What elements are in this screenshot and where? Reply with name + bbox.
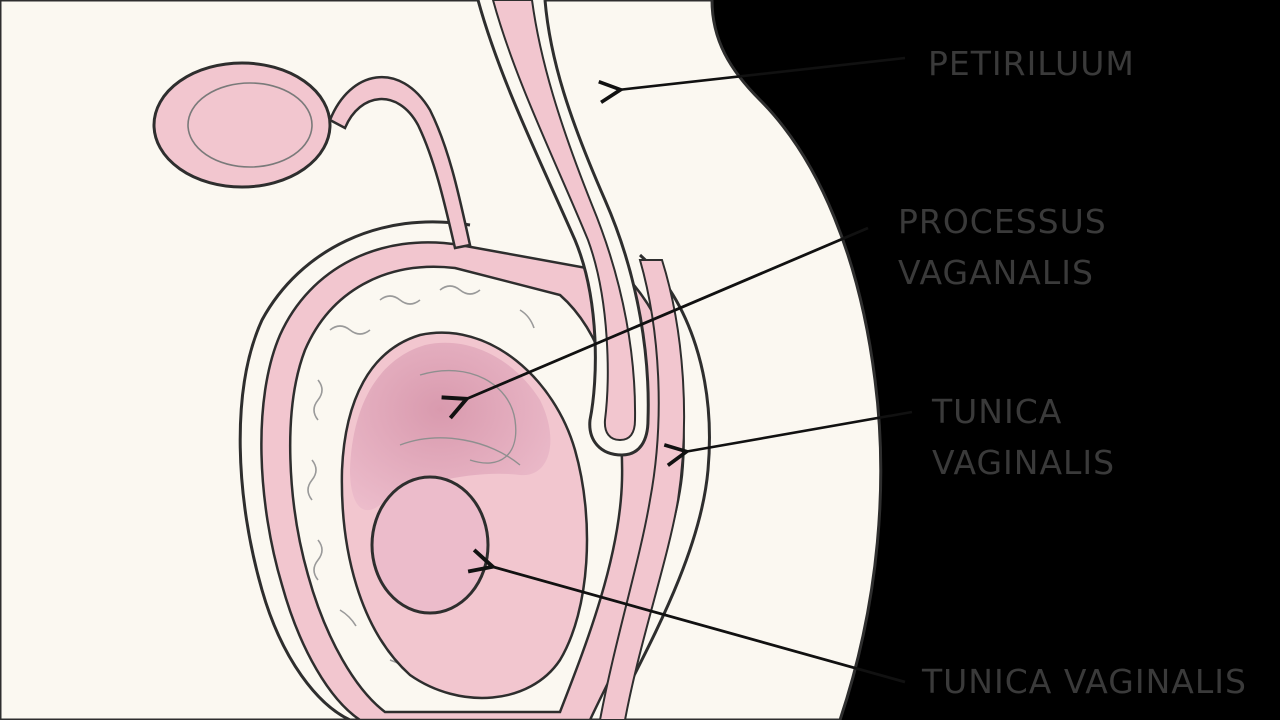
epididymis-head-inner bbox=[187, 82, 313, 168]
label-processus-vaganalis: PROCESSUS VAGANALIS bbox=[898, 196, 1107, 298]
label-tunica-vaginalis-lower: TUNICA VAGINALIS bbox=[922, 656, 1247, 707]
label-tunica-vaginalis-upper: TUNICA VAGINALIS bbox=[932, 386, 1115, 488]
label-petiriluum-line1: PETIRILUUM bbox=[928, 44, 1135, 83]
lumen-folds bbox=[399, 369, 521, 466]
label-petiriluum: PETIRILUUM bbox=[928, 38, 1135, 89]
epididymis-tail bbox=[328, 75, 472, 250]
label-processus-line1: PROCESSUS bbox=[898, 202, 1107, 241]
arrow-petiriluum bbox=[618, 56, 906, 90]
label-processus-line2: VAGANALIS bbox=[898, 253, 1094, 293]
arrow-tunica-vaginalis-upper bbox=[684, 410, 913, 452]
label-tunica-lower-line1: TUNICA VAGINALIS bbox=[922, 662, 1247, 701]
epididymis-head bbox=[152, 61, 332, 189]
arrow-tunica-vaginalis-lower bbox=[490, 566, 906, 684]
spermatic-cord-inner bbox=[491, 0, 637, 442]
vaginal-channel bbox=[598, 259, 686, 720]
scrotal-sac-outer bbox=[238, 220, 711, 720]
label-tunica-upper-line1: TUNICA bbox=[932, 392, 1063, 431]
spermatic-cord-outer bbox=[476, 0, 650, 457]
arrow-processus-vaganalis bbox=[464, 226, 869, 400]
testis bbox=[370, 475, 490, 615]
label-tunica-upper-line2: VAGINALIS bbox=[932, 443, 1116, 483]
